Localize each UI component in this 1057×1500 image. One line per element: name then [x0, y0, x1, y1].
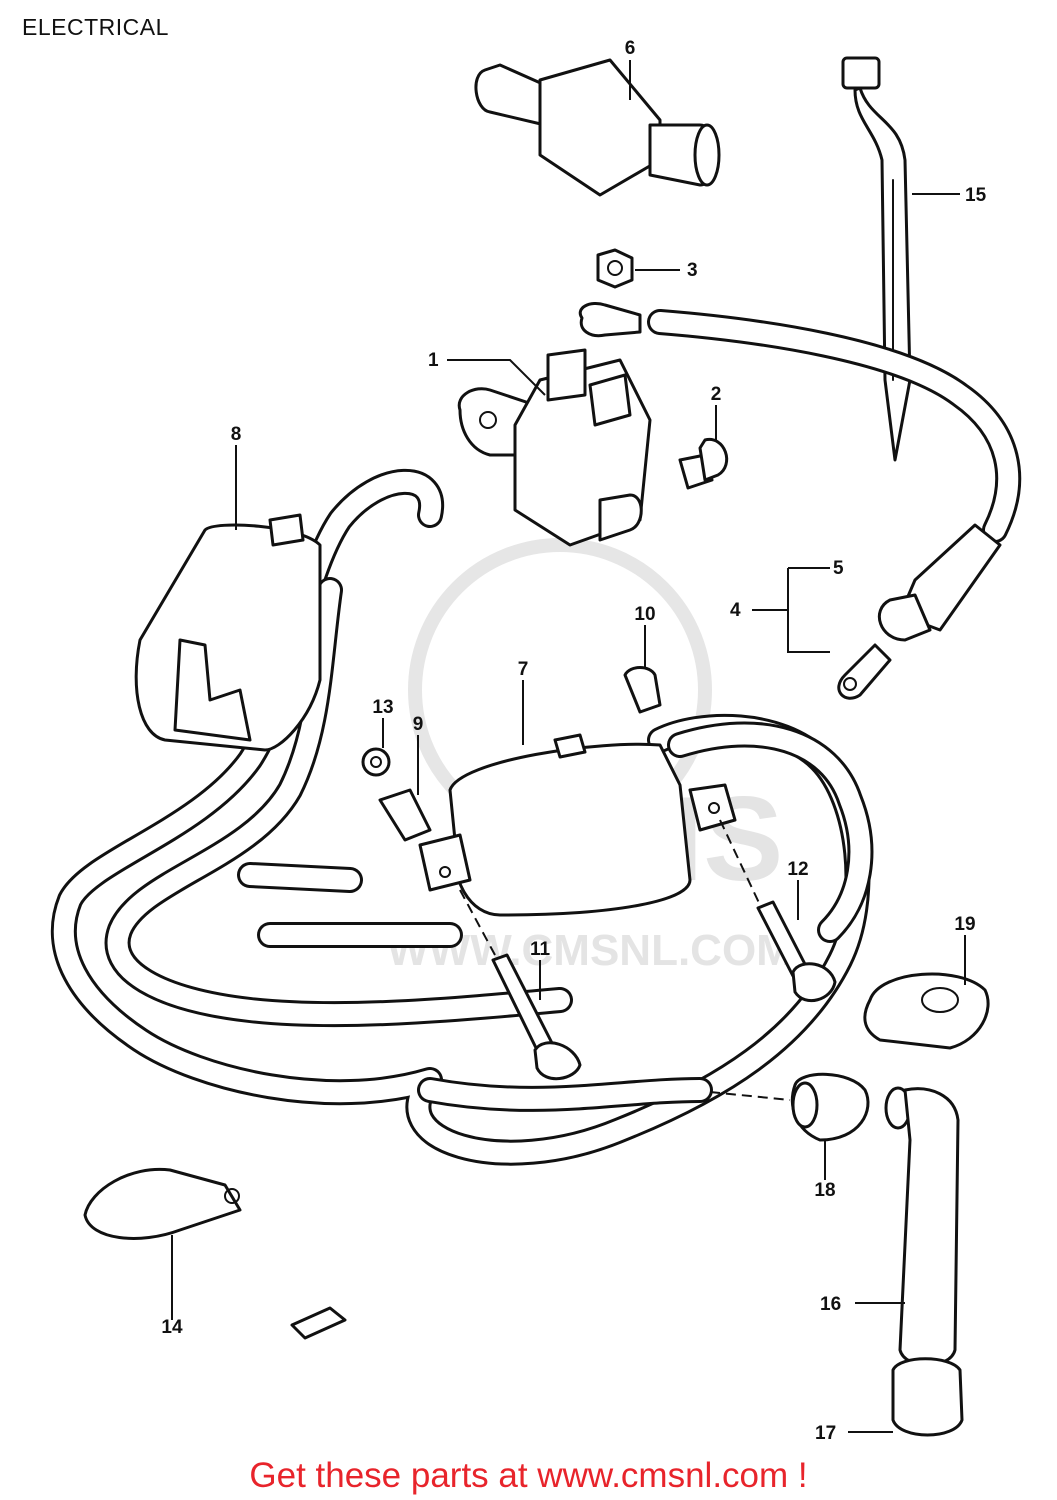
starter-relay-icon	[457, 348, 652, 547]
callout-3: 3	[687, 260, 698, 281]
wiring-harness-icon	[50, 468, 874, 1166]
callout-5: 5	[833, 558, 844, 579]
callout-18: 18	[814, 1180, 835, 1201]
callout-10: 10	[634, 604, 655, 625]
callout-16: 16	[820, 1294, 841, 1315]
front-arrow-icon	[290, 1306, 347, 1340]
callout-6: 6	[625, 38, 636, 59]
ignition-coil-icon	[418, 733, 737, 917]
callout-4: 4	[730, 600, 741, 621]
callout-7: 7	[518, 659, 529, 680]
callout-17: 17	[815, 1423, 836, 1444]
cable-tie-icon	[841, 56, 912, 462]
ground-cable-icon	[578, 302, 1022, 700]
callout-19: 19	[954, 914, 975, 935]
callout-14: 14	[161, 1317, 183, 1338]
spark-plug-cap-icon	[790, 1072, 964, 1437]
fuse-holder-icon	[474, 58, 721, 197]
callout-9: 9	[413, 714, 424, 735]
rubber-plug-icon	[361, 666, 662, 842]
callout-1: 1	[428, 350, 439, 371]
callout-15: 15	[965, 185, 987, 206]
callout-11: 11	[530, 939, 551, 960]
callout-13: 13	[372, 697, 393, 718]
grommet-icon	[863, 972, 990, 1050]
nut-icon	[596, 248, 634, 289]
callout-12: 12	[787, 859, 808, 880]
cable-clamp-icon	[83, 1167, 242, 1240]
callout-labels: 6 15 3 1 2 8 5 4 10 7 13 9 12 19 11 18 1…	[161, 38, 986, 1444]
page-title: ELECTRICAL	[22, 14, 169, 40]
footer-link[interactable]: Get these parts at www.cmsnl.com !	[249, 1456, 808, 1495]
screw-icon	[678, 438, 729, 490]
callout-8: 8	[231, 424, 242, 445]
leader-lines	[171, 60, 966, 1433]
callout-2: 2	[711, 384, 722, 405]
bolt-icon	[491, 900, 837, 1081]
ignition-coil-icon	[134, 513, 322, 752]
